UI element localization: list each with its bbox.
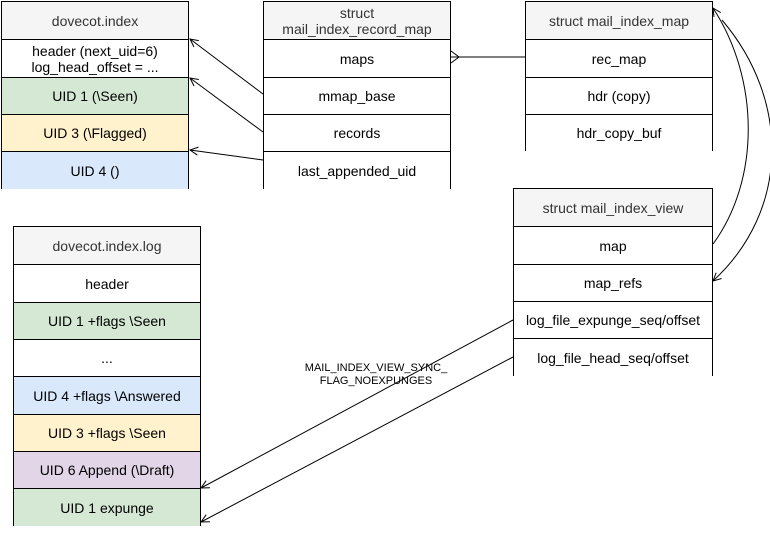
- arrow-map-to-index-map: [713, 8, 749, 245]
- dovecot-index-table: dovecot.index header (next_uid=6) log_he…: [1, 1, 189, 189]
- record-map-table: struct mail_index_record_map maps mmap_b…: [263, 1, 451, 189]
- record-map-mmap-base-row: mmap_base: [264, 77, 450, 114]
- index-view-title: struct mail_index_view: [514, 189, 712, 226]
- record-map-records-row: records: [264, 114, 450, 151]
- dovecot-index-log-table: dovecot.index.log header UID 1 +flags \S…: [13, 226, 201, 526]
- dovecot-index-uid1-row: UID 1 (\Seen): [2, 77, 188, 114]
- dovecot-index-uid4-row: UID 4 (): [2, 151, 188, 189]
- index-map-table: struct mail_index_map rec_map hdr (copy)…: [525, 1, 713, 151]
- arrow-last-appended-to-uid4: [190, 150, 264, 161]
- dovecot-index-title: dovecot.index: [2, 2, 188, 39]
- arrow-index-map-to-map-refs: [713, 19, 770, 281]
- index-map-title: struct mail_index_map: [526, 2, 712, 39]
- record-map-maps-row: maps: [264, 39, 450, 77]
- index-log-uid4-flags-row: UID 4 +flags \Answered: [14, 376, 200, 414]
- arrow-maps-to-header: [190, 39, 264, 95]
- crowfoot-maps: [450, 50, 460, 64]
- index-map-rec-map-row: rec_map: [526, 39, 712, 77]
- arrow-mmap-base-to-uid1: [190, 78, 264, 133]
- record-map-last-appended-uid-row: last_appended_uid: [264, 151, 450, 189]
- index-view-table: struct mail_index_view map map_refs log_…: [513, 188, 713, 376]
- index-map-hdr-copy-row: hdr (copy): [526, 77, 712, 114]
- index-log-uid1-flags-row: UID 1 +flags \Seen: [14, 302, 200, 339]
- index-log-uid3-flags-row: UID 3 +flags \Seen: [14, 414, 200, 451]
- index-log-title: dovecot.index.log: [14, 227, 200, 264]
- index-log-ellipsis-row: ...: [14, 339, 200, 376]
- index-view-head-seq-row: log_file_head_seq/offset: [514, 338, 712, 376]
- index-log-header-row: header: [14, 264, 200, 302]
- record-map-title: struct mail_index_record_map: [264, 2, 450, 39]
- sync-flag-label: MAIL_INDEX_VIEW_SYNC_ FLAG_NOEXPUNGES: [288, 362, 464, 388]
- index-view-expunge-seq-row: log_file_expunge_seq/offset: [514, 301, 712, 338]
- arrow-expunge-seq-to-append: [201, 319, 514, 488]
- index-view-map-row: map: [514, 226, 712, 264]
- index-map-hdr-copy-buf-row: hdr_copy_buf: [526, 114, 712, 151]
- index-log-uid1-expunge-row: UID 1 expunge: [14, 488, 200, 526]
- index-log-uid6-append-row: UID 6 Append (\Draft): [14, 451, 200, 488]
- index-view-map-refs-row: map_refs: [514, 264, 712, 301]
- dovecot-index-header-row: header (next_uid=6) log_head_offset = ..…: [2, 39, 188, 77]
- dovecot-index-uid3-row: UID 3 (\Flagged): [2, 114, 188, 151]
